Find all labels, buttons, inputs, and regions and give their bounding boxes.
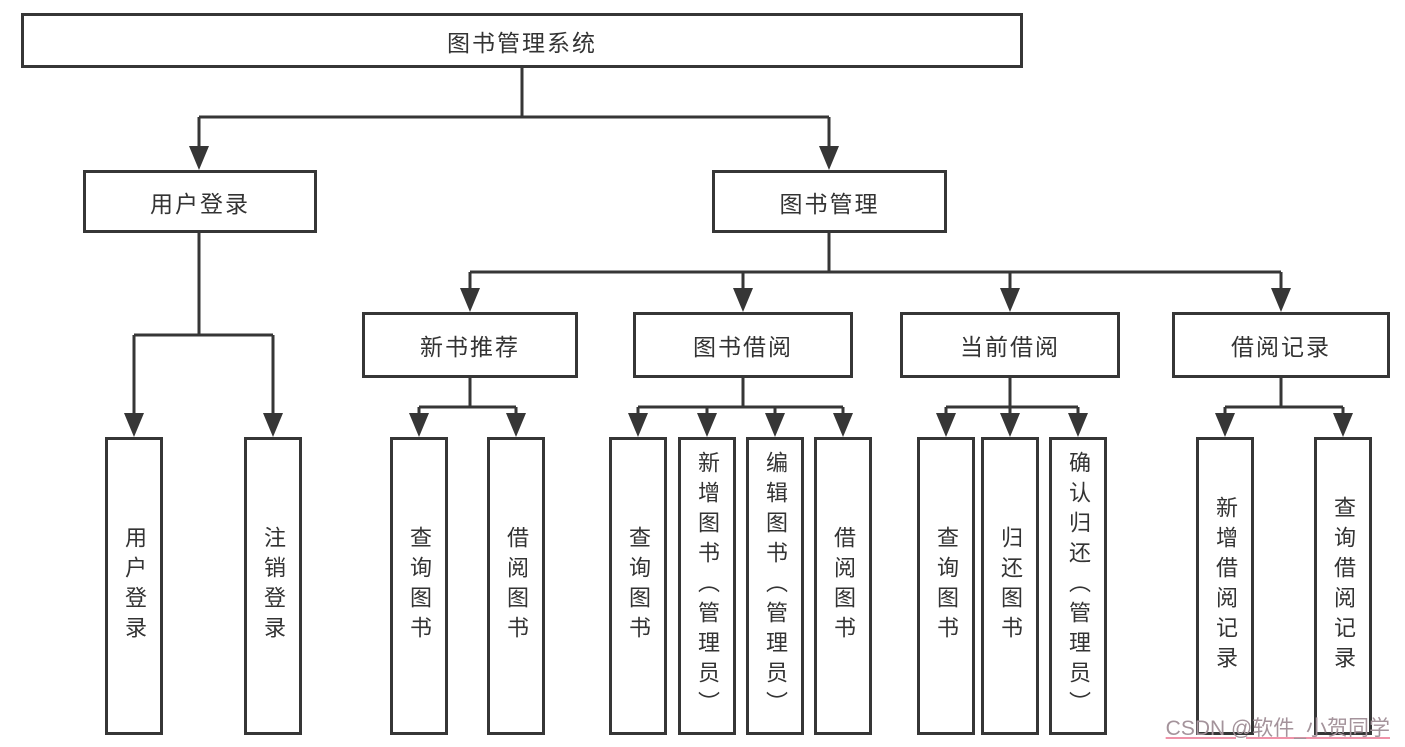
leaf-add-book-admin: 新增图书（管理员） <box>678 437 736 735</box>
leaf-add-borrow-record: 新增借阅记录 <box>1196 437 1254 735</box>
node-borrow-record: 借阅记录 <box>1172 312 1390 378</box>
leaf-query-book-current: 查询图书 <box>917 437 975 735</box>
node-book-borrow: 图书借阅 <box>633 312 853 378</box>
node-new-book-recommend: 新书推荐 <box>362 312 578 378</box>
node-root-library-system: 图书管理系统 <box>21 13 1023 68</box>
leaf-query-book-borrow: 查询图书 <box>609 437 667 735</box>
leaf-borrow-book: 借阅图书 <box>814 437 872 735</box>
leaf-confirm-return-admin: 确认归还（管理员） <box>1049 437 1107 735</box>
leaf-user-login: 用户登录 <box>105 437 163 735</box>
leaf-query-borrow-record: 查询借阅记录 <box>1314 437 1372 735</box>
leaf-borrow-book-recommend: 借阅图书 <box>487 437 545 735</box>
node-current-borrow: 当前借阅 <box>900 312 1120 378</box>
leaf-edit-book-admin: 编辑图书（管理员） <box>746 437 804 735</box>
csdn-watermark: CSDN @软件_小贺同学 <box>1165 717 1390 740</box>
node-book-management: 图书管理 <box>712 170 947 233</box>
leaf-return-book: 归还图书 <box>981 437 1039 735</box>
leaf-logout-login: 注销登录 <box>244 437 302 735</box>
leaf-query-book-recommend: 查询图书 <box>390 437 448 735</box>
node-user-login: 用户登录 <box>83 170 317 233</box>
